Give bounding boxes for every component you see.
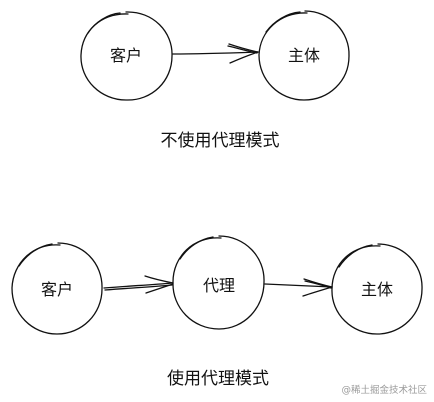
- node-client-circle: [80, 11, 173, 101]
- node-subject-circle: [258, 10, 350, 101]
- diagram-without-proxy: 客户 主体 不使用代理模式: [80, 10, 350, 151]
- node-client-label: 客户: [110, 46, 142, 65]
- caption-with-proxy: 使用代理模式: [167, 368, 269, 389]
- node-client-circle-overlap: [87, 12, 121, 34]
- diagram-with-proxy: 客户 代理 主体 使用代理模式: [11, 235, 423, 389]
- node-client-2-circle-overlap: [18, 243, 53, 267]
- node-proxy-label: 代理: [203, 276, 235, 295]
- node-subject-circle-overlap: [265, 11, 301, 33]
- node-subject-2-circle: [331, 243, 423, 335]
- caption-without-proxy: 不使用代理模式: [161, 130, 280, 151]
- node-client: 客户: [80, 11, 173, 101]
- node-client-2-circle: [11, 242, 103, 335]
- node-client-2-label: 客户: [41, 280, 73, 299]
- node-subject-2: 主体: [331, 243, 423, 335]
- node-subject-label: 主体: [288, 46, 320, 65]
- node-proxy-circle: [172, 235, 265, 330]
- watermark-text: @稀土掘金技术社区: [341, 384, 427, 396]
- node-proxy: 代理: [172, 235, 265, 330]
- node-subject: 主体: [258, 10, 350, 101]
- arrow-proxy-to-subject: [264, 278, 333, 297]
- node-client-2: 客户: [11, 242, 103, 335]
- node-subject-2-circle-overlap: [338, 244, 373, 268]
- arrow-client-to-subject: [172, 43, 259, 64]
- node-proxy-circle-overlap: [179, 236, 214, 260]
- arrow-client-to-proxy: [103, 275, 174, 294]
- node-subject-2-label: 主体: [361, 280, 393, 299]
